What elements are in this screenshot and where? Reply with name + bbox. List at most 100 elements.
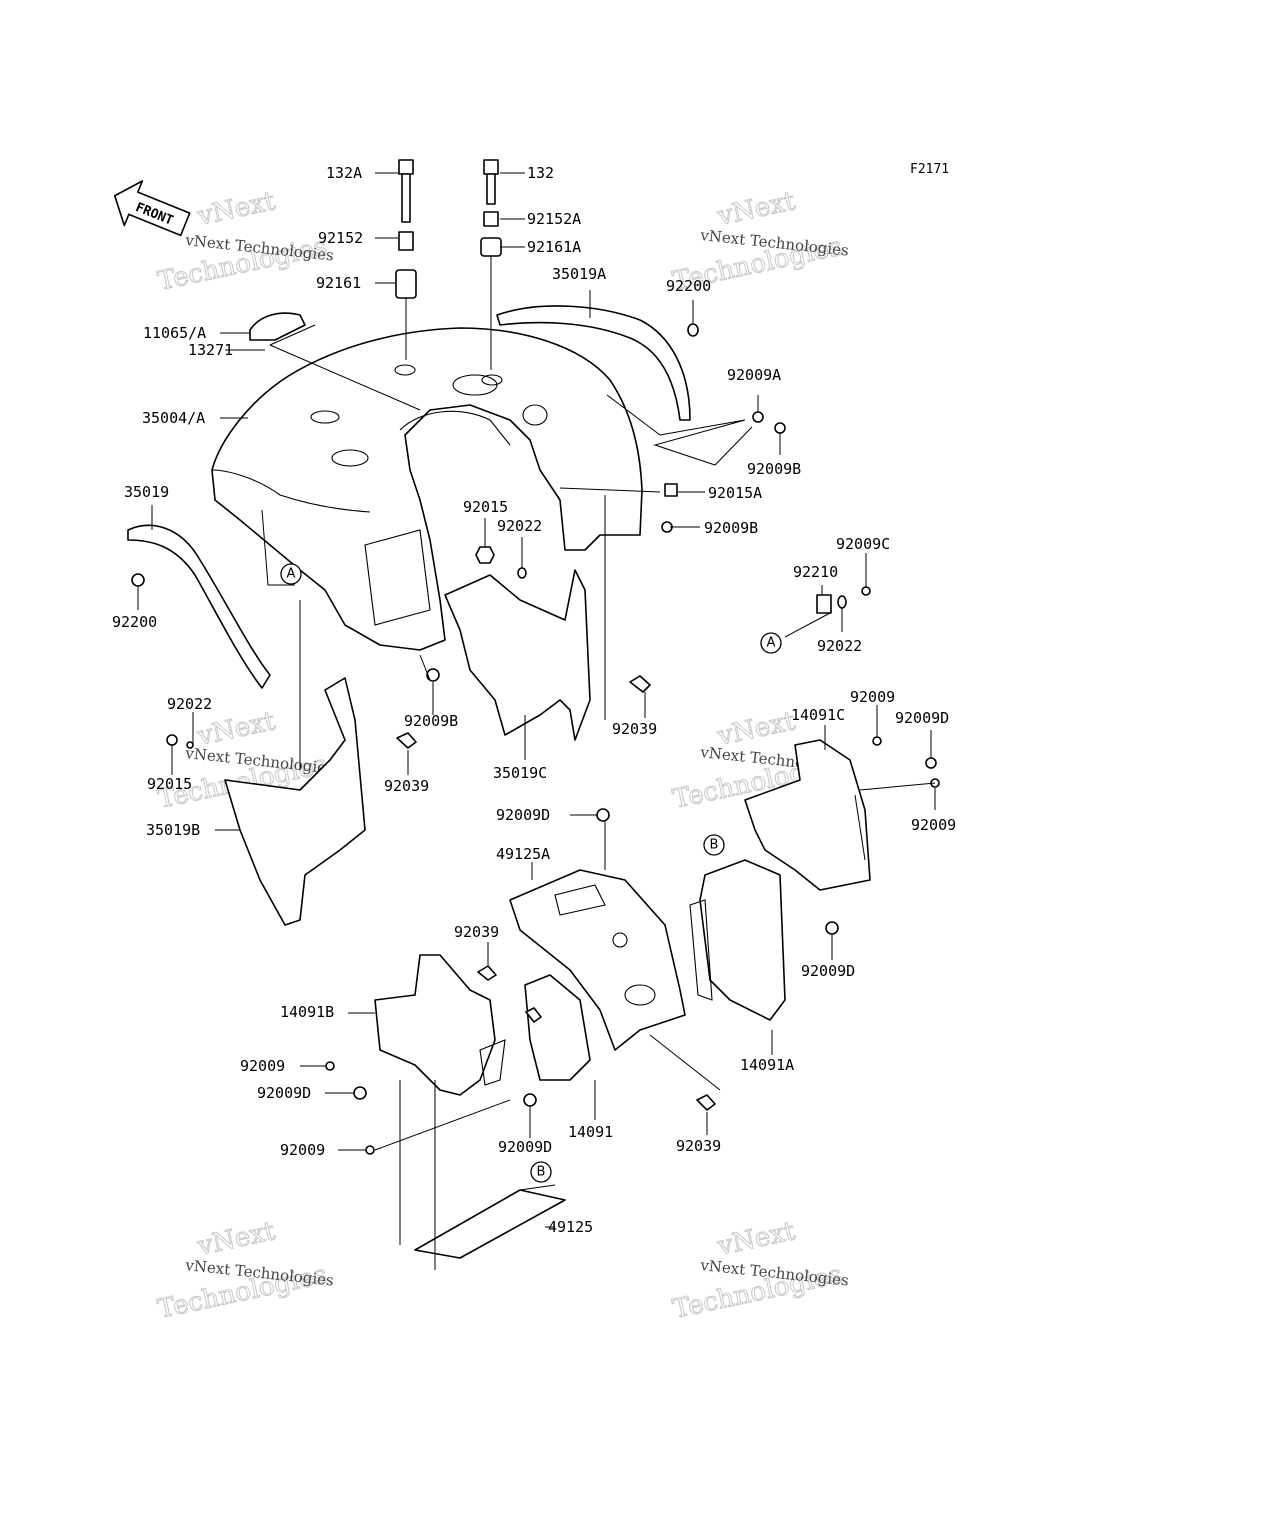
cover-14091A	[699, 859, 786, 1021]
cover-14091C	[744, 739, 871, 891]
watermark-bottom-left: vNext Technologies vNext Technologies	[155, 1216, 335, 1326]
cover-14091	[524, 974, 591, 1081]
part-label: 92022	[167, 695, 212, 713]
part-label: 92200	[666, 277, 711, 295]
part-label: 35019	[124, 483, 169, 501]
bolt-92009D-icon	[925, 757, 937, 769]
skid-plate-49125	[414, 1189, 566, 1259]
bolt-132A-icon	[398, 159, 414, 223]
part-label: 92152	[318, 229, 363, 247]
clip-92039-icon	[477, 965, 497, 981]
bolt-92009D-icon	[523, 1093, 537, 1107]
svg-text:A: A	[287, 567, 296, 582]
part-label: 35019C	[493, 764, 547, 782]
bolt-92009-icon	[872, 736, 882, 746]
part-label: 92039	[454, 923, 499, 941]
part-label: 92009	[280, 1141, 325, 1159]
svg-text:vNext: vNext	[194, 706, 278, 752]
rail-35019	[127, 524, 271, 689]
part-label: 92009D	[895, 709, 949, 727]
bolt-92009D-icon	[825, 921, 839, 935]
clip-92039-icon	[629, 675, 651, 693]
part-label: 92009	[240, 1057, 285, 1075]
rail-35019A	[496, 305, 691, 421]
bolt-92009D-icon	[596, 808, 610, 822]
svg-text:B: B	[537, 1165, 546, 1180]
washer-92022-icon	[837, 595, 847, 609]
bolt-132-icon	[483, 159, 499, 205]
liner-35019C	[444, 569, 591, 741]
part-label: 92152A	[527, 210, 581, 228]
part-label: 132	[527, 164, 554, 182]
washer-92200-right-icon	[687, 323, 699, 337]
part-label: 92039	[676, 1137, 721, 1155]
collar-92152-icon	[398, 231, 414, 251]
washer-92200-left-icon	[131, 573, 145, 587]
reference-marker-b: B	[530, 1161, 552, 1183]
part-label: 92009B	[404, 712, 458, 730]
clip-92039-icon	[525, 1007, 542, 1023]
bolt-92009B-icon	[774, 422, 786, 434]
part-label: 49125A	[496, 845, 550, 863]
part-label: 92009D	[801, 962, 855, 980]
clip-92039-icon	[696, 1094, 716, 1111]
part-label: 92161A	[527, 238, 581, 256]
bolt-92009-icon	[325, 1061, 335, 1071]
part-label: 14091	[568, 1123, 613, 1141]
bolt-92009B-icon	[426, 668, 440, 682]
washer-92022-icon	[517, 567, 527, 579]
part-label: 11065/A	[143, 324, 206, 342]
part-label: 35019B	[146, 821, 200, 839]
part-label: 92039	[612, 720, 657, 738]
cover-14091B	[374, 954, 496, 1096]
nut-92015-icon	[166, 734, 178, 746]
front-arrow-icon: FRONT	[113, 180, 191, 237]
part-labels: 132A 132 92152 92152A 92161 92161A 35019…	[112, 164, 956, 1236]
part-label: 92009C	[836, 535, 890, 553]
part-label: 92009D	[257, 1084, 311, 1102]
part-label: 92161	[316, 274, 361, 292]
part-label: 92009A	[727, 366, 781, 384]
reference-marker-a: A	[760, 632, 782, 654]
bolt-92009-icon	[365, 1145, 375, 1155]
bolt-92009C-icon	[861, 586, 871, 596]
watermark-top-left: vNext Technologies vNext Technologies	[155, 186, 335, 298]
figure-code: F2171	[910, 162, 949, 177]
nut-92015-icon	[475, 546, 495, 564]
part-label: 14091A	[740, 1056, 794, 1074]
nut-92015A-icon	[664, 483, 678, 497]
svg-text:vNext: vNext	[714, 1216, 798, 1262]
bracket-11065	[249, 312, 306, 341]
collar-92210-icon	[816, 594, 832, 614]
part-label: 92009B	[747, 460, 801, 478]
washer-92022-icon	[186, 741, 194, 749]
part-label: 92200	[112, 613, 157, 631]
clip-92039-icon	[396, 732, 417, 749]
part-label: 132A	[326, 164, 362, 182]
collar-92152A-icon	[483, 211, 499, 227]
part-label: 92210	[793, 563, 838, 581]
part-label: 14091B	[280, 1003, 334, 1021]
part-label: 92009D	[498, 1138, 552, 1156]
svg-text:vNext: vNext	[194, 186, 278, 232]
part-label: 92039	[384, 777, 429, 795]
part-label: 92022	[497, 517, 542, 535]
part-label: 13271	[188, 341, 233, 359]
liner-35019B	[224, 677, 366, 926]
part-label: 92022	[817, 637, 862, 655]
bushing-92161A-icon	[480, 237, 502, 257]
svg-text:vNext: vNext	[194, 1216, 278, 1262]
svg-text:A: A	[767, 636, 776, 651]
part-label: 92009D	[496, 806, 550, 824]
reference-marker-b: B	[703, 834, 725, 856]
bushing-92161-icon	[395, 269, 417, 299]
part-label: 35004/A	[142, 409, 205, 427]
part-label: 92015	[147, 775, 192, 793]
rear-fender-35004	[211, 327, 643, 651]
part-label: 92015A	[708, 484, 762, 502]
svg-text:B: B	[710, 838, 719, 853]
leader-lines	[137, 172, 936, 1270]
part-label: 35019A	[552, 265, 606, 283]
bolt-92009A-icon	[752, 411, 764, 423]
